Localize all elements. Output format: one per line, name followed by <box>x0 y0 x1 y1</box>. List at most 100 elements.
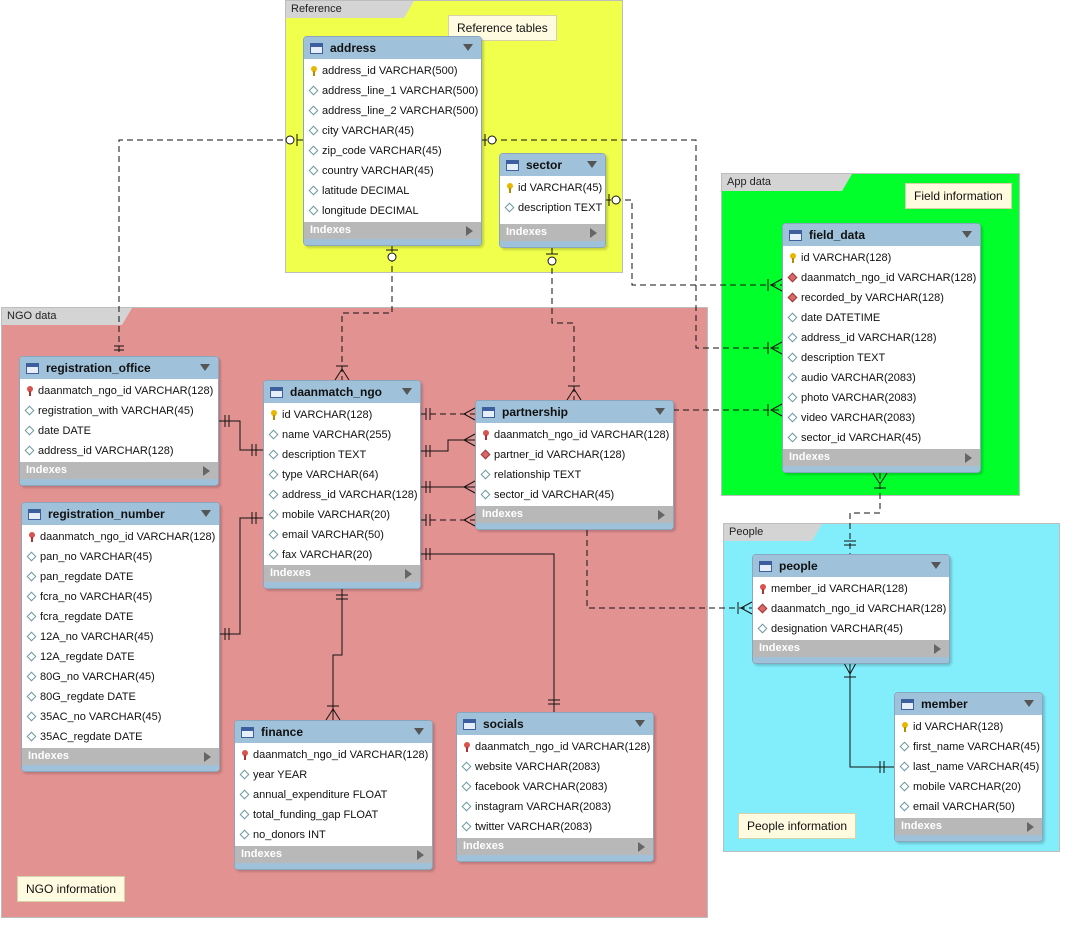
table-partnership[interactable]: partnership daanmatch_ngo_id VARCHAR(128… <box>475 400 674 530</box>
column-row[interactable]: address_id VARCHAR(128) <box>783 328 980 348</box>
column-row[interactable]: sector_id VARCHAR(45) <box>476 485 673 505</box>
column-row[interactable]: address_line_1 VARCHAR(500) <box>304 81 481 101</box>
table-header[interactable]: registration_office <box>20 357 218 379</box>
table-header[interactable]: sector <box>500 154 605 176</box>
column-row[interactable]: total_funding_gap FLOAT <box>235 805 432 825</box>
column-row[interactable]: daanmatch_ngo_id VARCHAR(128) <box>235 745 432 765</box>
column-row[interactable]: partner_id VARCHAR(128) <box>476 445 673 465</box>
column-row[interactable]: description TEXT <box>783 348 980 368</box>
column-row[interactable]: id VARCHAR(45) <box>500 178 605 198</box>
column-row[interactable]: latitude DECIMAL <box>304 181 481 201</box>
column-row[interactable]: address_id VARCHAR(500) <box>304 61 481 81</box>
table-member[interactable]: member id VARCHAR(128)first_name VARCHAR… <box>894 692 1043 842</box>
collapse-arrow-icon[interactable] <box>587 161 597 168</box>
table-header[interactable]: finance <box>235 721 432 743</box>
column-row[interactable]: last_name VARCHAR(45) <box>895 757 1042 777</box>
table-address[interactable]: address address_id VARCHAR(500)address_l… <box>303 36 482 246</box>
column-row[interactable]: daanmatch_ngo_id VARCHAR(128) <box>753 599 949 619</box>
column-row[interactable]: daanmatch_ngo_id VARCHAR(128) <box>476 425 673 445</box>
table-daanmatch-ngo[interactable]: daanmatch_ngo id VARCHAR(128)name VARCHA… <box>263 380 421 589</box>
table-registration-office[interactable]: registration_office daanmatch_ngo_id VAR… <box>19 356 219 486</box>
column-row[interactable]: id VARCHAR(128) <box>895 717 1042 737</box>
table-finance[interactable]: finance daanmatch_ngo_id VARCHAR(128)yea… <box>234 720 433 870</box>
collapse-arrow-icon[interactable] <box>962 231 972 238</box>
column-row[interactable]: 12A_no VARCHAR(45) <box>22 627 219 647</box>
table-header[interactable]: registration_number <box>22 503 219 525</box>
note-field-information[interactable]: Field information <box>905 183 1012 209</box>
table-header[interactable]: daanmatch_ngo <box>264 381 420 403</box>
column-row[interactable]: longitude DECIMAL <box>304 201 481 221</box>
table-people[interactable]: people member_id VARCHAR(128)daanmatch_n… <box>752 554 950 664</box>
table-header[interactable]: address <box>304 37 481 59</box>
column-row[interactable]: 80G_regdate DATE <box>22 687 219 707</box>
column-row[interactable]: daanmatch_ngo_id VARCHAR(128) <box>457 737 653 757</box>
column-row[interactable]: 35AC_no VARCHAR(45) <box>22 707 219 727</box>
column-row[interactable]: mobile VARCHAR(20) <box>895 777 1042 797</box>
column-row[interactable]: annual_expenditure FLOAT <box>235 785 432 805</box>
column-row[interactable]: address_line_2 VARCHAR(500) <box>304 101 481 121</box>
column-row[interactable]: city VARCHAR(45) <box>304 121 481 141</box>
column-row[interactable]: id VARCHAR(128) <box>264 405 420 425</box>
collapse-arrow-icon[interactable] <box>414 728 424 735</box>
collapse-arrow-icon[interactable] <box>931 562 941 569</box>
column-row[interactable]: address_id VARCHAR(128) <box>264 485 420 505</box>
table-field-data[interactable]: field_data id VARCHAR(128)daanmatch_ngo_… <box>782 223 981 473</box>
column-row[interactable]: fcra_regdate DATE <box>22 607 219 627</box>
column-row[interactable]: registration_with VARCHAR(45) <box>20 401 218 421</box>
column-row[interactable]: type VARCHAR(64) <box>264 465 420 485</box>
collapse-arrow-icon[interactable] <box>402 388 412 395</box>
indexes-section[interactable]: Indexes <box>500 224 605 241</box>
column-row[interactable]: pan_regdate DATE <box>22 567 219 587</box>
column-row[interactable]: photo VARCHAR(2083) <box>783 388 980 408</box>
column-row[interactable]: relationship TEXT <box>476 465 673 485</box>
column-row[interactable]: daanmatch_ngo_id VARCHAR(128) <box>22 527 219 547</box>
note-reference-tables[interactable]: Reference tables <box>448 15 557 41</box>
column-row[interactable]: twitter VARCHAR(2083) <box>457 817 653 837</box>
column-row[interactable]: video VARCHAR(2083) <box>783 408 980 428</box>
column-row[interactable]: name VARCHAR(255) <box>264 425 420 445</box>
indexes-section[interactable]: Indexes <box>783 449 980 466</box>
indexes-section[interactable]: Indexes <box>753 640 949 657</box>
collapse-arrow-icon[interactable] <box>635 720 645 727</box>
column-row[interactable]: id VARCHAR(128) <box>783 248 980 268</box>
indexes-section[interactable]: Indexes <box>235 846 432 863</box>
column-row[interactable]: 80G_no VARCHAR(45) <box>22 667 219 687</box>
indexes-section[interactable]: Indexes <box>22 748 219 765</box>
column-row[interactable]: member_id VARCHAR(128) <box>753 579 949 599</box>
table-header[interactable]: people <box>753 555 949 577</box>
column-row[interactable]: description TEXT <box>264 445 420 465</box>
column-row[interactable]: date DATE <box>20 421 218 441</box>
column-row[interactable]: facebook VARCHAR(2083) <box>457 777 653 797</box>
note-people-information[interactable]: People information <box>738 813 857 839</box>
column-row[interactable]: zip_code VARCHAR(45) <box>304 141 481 161</box>
indexes-section[interactable]: Indexes <box>304 222 481 239</box>
table-header[interactable]: member <box>895 693 1042 715</box>
column-row[interactable]: 35AC_regdate DATE <box>22 727 219 747</box>
column-row[interactable]: email VARCHAR(50) <box>264 525 420 545</box>
column-row[interactable]: mobile VARCHAR(20) <box>264 505 420 525</box>
collapse-arrow-icon[interactable] <box>655 408 665 415</box>
column-row[interactable]: address_id VARCHAR(128) <box>20 441 218 461</box>
column-row[interactable]: 12A_regdate DATE <box>22 647 219 667</box>
column-row[interactable]: sector_id VARCHAR(45) <box>783 428 980 448</box>
indexes-section[interactable]: Indexes <box>476 506 673 523</box>
table-header[interactable]: field_data <box>783 224 980 246</box>
column-row[interactable]: designation VARCHAR(45) <box>753 619 949 639</box>
column-row[interactable]: fcra_no VARCHAR(45) <box>22 587 219 607</box>
column-row[interactable]: recorded_by VARCHAR(128) <box>783 288 980 308</box>
note-ngo-information[interactable]: NGO information <box>17 876 126 902</box>
indexes-section[interactable]: Indexes <box>457 838 653 855</box>
table-header[interactable]: socials <box>457 713 653 735</box>
indexes-section[interactable]: Indexes <box>895 818 1042 835</box>
table-header[interactable]: partnership <box>476 401 673 423</box>
column-row[interactable]: audio VARCHAR(2083) <box>783 368 980 388</box>
column-row[interactable]: pan_no VARCHAR(45) <box>22 547 219 567</box>
column-row[interactable]: year YEAR <box>235 765 432 785</box>
column-row[interactable]: no_donors INT <box>235 825 432 845</box>
column-row[interactable]: daanmatch_ngo_id VARCHAR(128) <box>783 268 980 288</box>
table-socials[interactable]: socials daanmatch_ngo_id VARCHAR(128)web… <box>456 712 654 862</box>
column-row[interactable]: website VARCHAR(2083) <box>457 757 653 777</box>
table-registration-number[interactable]: registration_number daanmatch_ngo_id VAR… <box>21 502 220 772</box>
column-row[interactable]: date DATETIME <box>783 308 980 328</box>
column-row[interactable]: daanmatch_ngo_id VARCHAR(128) <box>20 381 218 401</box>
